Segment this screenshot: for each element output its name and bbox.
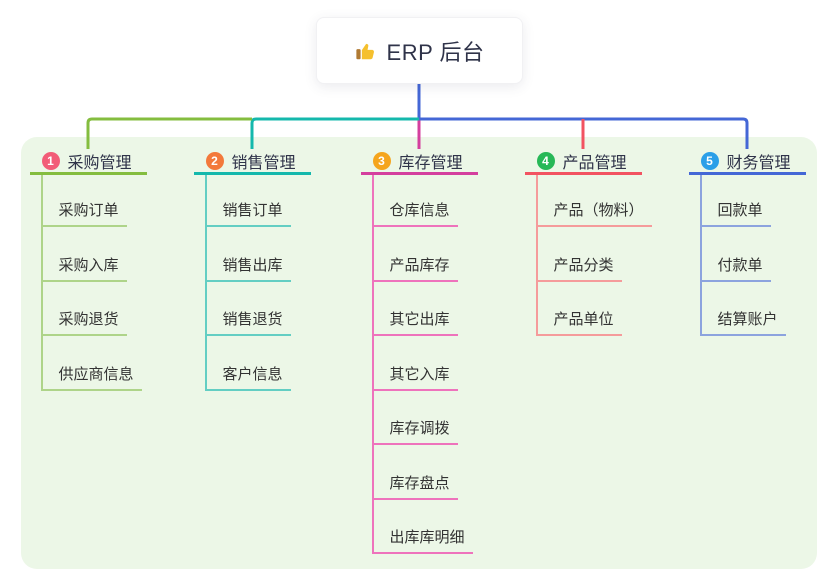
child-node[interactable]: 其它入库	[371, 363, 458, 391]
branch-column: 2 销售管理 销售订单销售出库销售退货客户信息	[193, 149, 311, 391]
child-row: 库存调拨	[371, 391, 478, 445]
branch-number-badge: 2	[205, 151, 224, 170]
child-node[interactable]: 销售出库	[204, 254, 291, 282]
branch-column: 5 财务管理 回款单付款单结算账户	[688, 149, 806, 336]
branch-title: 采购管理	[67, 154, 132, 172]
child-row: 回款单	[699, 175, 806, 227]
child-node[interactable]: 仓库信息	[371, 199, 458, 227]
branch-spine-line	[204, 175, 207, 391]
branch-column: 1 采购管理 采购订单采购入库采购退货供应商信息	[29, 149, 147, 391]
branch-spine-line	[371, 175, 374, 554]
child-node[interactable]: 销售订单	[204, 199, 291, 227]
branch-node[interactable]: 1 采购管理	[29, 149, 147, 175]
child-node[interactable]: 产品单位	[535, 308, 622, 336]
child-row: 出库库明细	[371, 500, 478, 554]
branch-node[interactable]: 3 库存管理	[360, 149, 478, 175]
branch-node[interactable]: 2 销售管理	[193, 149, 311, 175]
root-node-title: ERP 后台	[386, 39, 485, 65]
child-node[interactable]: 采购入库	[40, 254, 127, 282]
child-node[interactable]: 库存盘点	[371, 472, 458, 500]
branch-number-badge: 3	[372, 151, 391, 170]
branch-node[interactable]: 4 产品管理	[524, 149, 642, 175]
child-row: 产品单位	[535, 282, 642, 336]
child-row: 销售出库	[204, 227, 311, 282]
child-row: 付款单	[699, 227, 806, 282]
child-row: 客户信息	[204, 336, 311, 391]
child-node[interactable]: 产品库存	[371, 254, 458, 282]
child-node[interactable]: 库存调拨	[371, 417, 458, 445]
child-row: 产品分类	[535, 227, 642, 282]
child-row: 库存盘点	[371, 445, 478, 500]
child-row: 结算账户	[699, 282, 806, 336]
child-node[interactable]: 采购订单	[40, 199, 127, 227]
root-node[interactable]: ERP 后台	[316, 17, 523, 84]
branch-title: 库存管理	[398, 154, 463, 172]
child-row: 产品（物料）	[535, 175, 652, 227]
child-row: 仓库信息	[371, 175, 478, 227]
branch-spine-line	[535, 175, 538, 336]
child-row: 其它出库	[371, 282, 478, 336]
child-row: 产品库存	[371, 227, 478, 282]
branch-number-badge: 1	[41, 151, 60, 170]
branch-spine-line	[40, 175, 43, 391]
branch-number-badge: 5	[700, 151, 719, 170]
child-node[interactable]: 销售退货	[204, 308, 291, 336]
child-row: 其它入库	[371, 336, 478, 391]
child-row: 销售退货	[204, 282, 311, 336]
child-node[interactable]: 客户信息	[204, 363, 291, 391]
branch-children: 销售订单销售出库销售退货客户信息	[204, 175, 311, 391]
child-node[interactable]: 供应商信息	[40, 363, 142, 391]
child-node[interactable]: 产品分类	[535, 254, 622, 282]
branch-column: 4 产品管理 产品（物料） 产品分类产品单位	[524, 149, 652, 336]
child-node[interactable]: 出库库明细	[371, 526, 473, 554]
child-node[interactable]: 付款单	[699, 254, 771, 282]
child-row: 采购订单	[40, 175, 147, 227]
child-row: 供应商信息	[40, 336, 147, 391]
branch-title: 产品管理	[562, 154, 627, 172]
branch-node[interactable]: 5 财务管理	[688, 149, 806, 175]
child-node[interactable]: 采购退货	[40, 308, 127, 336]
branch-column: 3 库存管理 仓库信息产品库存其它出库其它入库库存调拨库存盘点出库库明细	[360, 149, 478, 554]
branch-number-badge: 4	[536, 151, 555, 170]
child-row: 采购入库	[40, 227, 147, 282]
child-node[interactable]: 产品（物料）	[535, 199, 652, 227]
branch-title: 财务管理	[726, 154, 791, 172]
branch-children: 仓库信息产品库存其它出库其它入库库存调拨库存盘点出库库明细	[371, 175, 478, 554]
child-node[interactable]: 回款单	[699, 199, 771, 227]
branch-spine-line	[699, 175, 702, 336]
child-node[interactable]: 结算账户	[699, 308, 786, 336]
child-node[interactable]: 其它出库	[371, 308, 458, 336]
mindmap-canvas	[21, 137, 817, 569]
thumbs-up-icon	[355, 40, 377, 62]
branch-title: 销售管理	[231, 154, 296, 172]
branch-children: 采购订单采购入库采购退货供应商信息	[40, 175, 147, 391]
branch-children: 回款单付款单结算账户	[699, 175, 806, 336]
child-row: 销售订单	[204, 175, 311, 227]
branch-children: 产品（物料） 产品分类产品单位	[535, 175, 652, 336]
child-row: 采购退货	[40, 282, 147, 336]
